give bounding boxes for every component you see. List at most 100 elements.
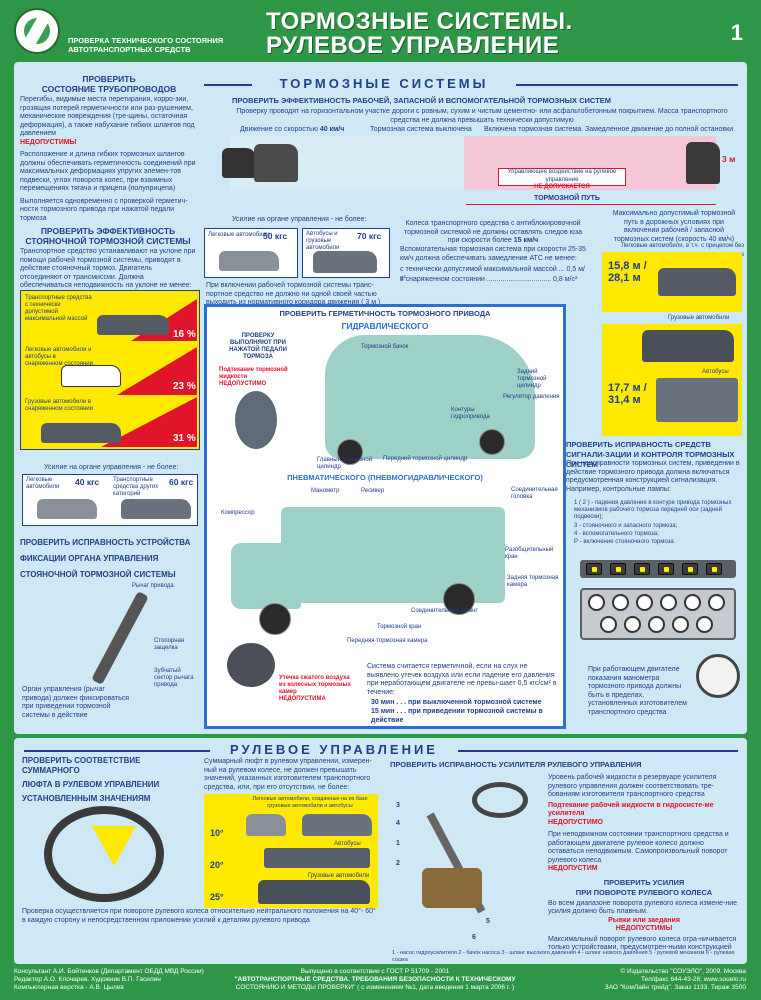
gauge-icon: [648, 616, 665, 633]
gauge-icon: [708, 594, 725, 611]
slope-row1-label: Транспортные средства с технически допус…: [25, 295, 92, 322]
jerk-forbidden: НЕДОПУСТИМЫ: [615, 925, 673, 932]
footer-credits: Консультант А.И. Бойтенков (Департамент …: [14, 968, 214, 992]
hydraulic-label: ГИДРАВЛИЧЕСКОГО: [341, 321, 429, 331]
fluid-forbidden: НЕДОПУСТИМО: [219, 381, 267, 387]
manometer-icon: [696, 654, 740, 698]
slope-row3-value: 31 %: [173, 433, 196, 444]
lamp3-icon: [634, 563, 650, 575]
max-turn-text: Максимальный поворот рулевого колеса огр…: [548, 935, 737, 952]
receiver-label: Ресивер: [361, 488, 385, 494]
title-rule-right: [516, 84, 738, 86]
path-buses-label: Автобусы: [702, 369, 729, 375]
force-buses-label: Автобусы и грузовые автомобили: [306, 231, 340, 251]
lane-width: 3 м: [722, 154, 736, 164]
play-table: Легковые автомобили, созданные на их баз…: [204, 794, 378, 908]
page-number: 1: [730, 20, 743, 45]
pipes-text: Перегибы, видимые места перетирания, кор…: [20, 96, 195, 137]
lamp-strip: [580, 560, 736, 578]
lever-label: Рычаг привода: [132, 583, 174, 589]
lamp5-icon: [682, 563, 698, 575]
path-cars-values: 15,8 м / 28,1 м: [608, 260, 647, 284]
parking-force-trucks-value: 60 кгс: [169, 477, 194, 487]
parking-force-cars-label: Легковые автомобили: [26, 477, 60, 490]
parking-force-trucks-label: Транспортные средства других категорий: [113, 477, 159, 497]
booster-leak: Подтекание рабочей жидкости в гидросисте…: [548, 801, 714, 818]
play-deg25: 25°: [210, 892, 224, 902]
play-block: ПРОВЕРИТЬ СООТВЕТСТВИЕ СУММАРНОГО ЛЮФТА …: [22, 756, 198, 804]
brake-cylinder-icon: [235, 391, 277, 449]
title-rule-left: [204, 84, 252, 86]
pipes-text3: Выполняется одновременно с проверкой гер…: [20, 197, 188, 222]
credits3: Компьютерная верстка - А.В. Цылев: [14, 984, 124, 991]
brake-section-title: ТОРМОЗНЫЕ СИСТЕМЫ: [279, 76, 489, 91]
callout-2: 2: [396, 860, 400, 867]
brake-on-label: Включена тормозная система. Замедленное …: [484, 126, 734, 133]
path-cars-box: 15,8 м / 28,1 м: [602, 252, 742, 312]
steering-wheel-icon: [44, 806, 164, 902]
wheel-icon: [479, 429, 505, 455]
play-deg10: 10°: [210, 828, 224, 838]
gauge-icon: [672, 616, 689, 633]
lock-heading2: ФИКСАЦИИ ОРГАНА УПРАВЛЕНИЯ: [20, 554, 159, 563]
std3: СОСТОЯНИЮ И МЕТОДЫ ПРОВЕРКИ" ( с изменен…: [235, 984, 515, 991]
efficiency-intro: Проверку проводят на горизонтальном учас…: [236, 108, 728, 124]
tightness-box: ПРОВЕРИТЬ ГЕРМЕТИЧНОСТЬ ТОРМОЗНОГО ПРИВО…: [204, 304, 566, 729]
force-buses-box: Автобусы и грузовые автомобили 70 кгс: [302, 228, 390, 278]
force-text: Во всем диапазоне поворота рулевого коле…: [548, 899, 738, 916]
lamp4-desc: 4 - вспомогательного тормоза;: [574, 531, 659, 537]
parking-force-cars-value: 40 кгс: [75, 477, 100, 487]
parking-truck-icon: [121, 499, 191, 519]
truck-cab-start-icon: [254, 144, 298, 182]
gauge-icon: [684, 594, 701, 611]
rear-chamber-label: Задняя тормозная камера: [507, 575, 559, 588]
callout-6: 6: [472, 934, 476, 941]
latch-label: Стопорная защелка: [154, 638, 185, 651]
front-cyl-label: Передний тормозной цилиндр: [383, 456, 468, 462]
front-chamber-label: Передняя тормозная камера: [347, 638, 428, 644]
regulator-label: Регулятор давления: [503, 394, 560, 400]
gauge-icon: [624, 616, 641, 633]
lampP-icon: [706, 563, 722, 575]
play-heading3: УСТАНОВЛЕННЫМ ЗНАЧЕНИЯМ: [22, 794, 151, 803]
gauge-icon: [600, 616, 617, 633]
pub3: ЗАО "КомЛайн трейд". Заказ 1133. Тираж 3…: [604, 984, 746, 991]
truck-end-icon: [686, 142, 720, 184]
lock-block: ПРОВЕРИТЬ ИСПРАВНОСТЬ УСТРОЙСТВА ФИКСАЦИ…: [20, 538, 200, 580]
parking-text: Транспортное средство устанавливают на у…: [20, 248, 196, 289]
play-buses-label: Автобусы: [334, 841, 361, 847]
header-sub-line2: АВТОТРАНСПОРТНЫХ СРЕДСТВ: [68, 45, 191, 54]
abs-speed: 15 км/ч: [513, 237, 539, 244]
path-trucks-label: Грузовые автомобили: [668, 315, 730, 321]
slope-table: Транспортные средства с технически допус…: [20, 290, 200, 450]
path-trucks-box: 17,7 м / 31,4 м Автобусы: [602, 324, 742, 436]
parking-force-heading: Усилие на органе управления - не более:: [44, 464, 179, 471]
pipes-heading2: СОСТОЯНИЕ ТРУБОПРОВОДОВ: [41, 84, 177, 94]
pub1: © Издательство "СОУЭЛО", 2009. Москва: [620, 968, 746, 975]
steering-panel: РУЛЕВОЕ УПРАВЛЕНИЕ ПРОВЕРИТЬ СООТВЕТСТВИ…: [14, 738, 747, 964]
gauge-cluster-icon: [580, 588, 736, 640]
car-trailer-icon: [658, 268, 736, 296]
booster-level-text: Уровень рабочей жидкости в резервуаре ус…: [548, 774, 717, 798]
gauge-icon: [636, 594, 653, 611]
tank-label: Тормозной бачок: [361, 344, 409, 350]
wheel-icon: [337, 439, 363, 465]
no-steering-box: Управляющее воздействие на рулевое управ…: [498, 168, 626, 190]
steering-section-title: РУЛЕВОЕ УПРАВЛЕНИЕ: [230, 742, 438, 757]
lock-text: Орган управления (рычаг привода) должен …: [22, 686, 130, 719]
lamp4-icon: [658, 563, 674, 575]
signal-heading: ПРОВЕРИТЬ ИСПРАВНОСТЬ СРЕДСТВ СИГНАЛИ-ЗА…: [566, 440, 735, 469]
truck-start-icon: [222, 148, 256, 178]
valve-label: Разобщительный кран: [505, 547, 554, 560]
std2: "АВТОТРАНСПОРТНЫЕ СРЕДСТВА. ТРЕБОВАНИЯ Б…: [234, 976, 516, 983]
air-leak-label: Утечка сжатого воздуха из колесных тормо…: [279, 675, 351, 695]
title-line2: РУЛЕВОЕ УПРАВЛЕНИЕ: [266, 32, 560, 59]
path-trucks-values: 17,7 м / 31,4 м: [608, 382, 647, 406]
force-cars-box: Легковые автомобили 50 кгс: [204, 228, 298, 278]
max-path-heading: Максимально допустимый тормозной путь в …: [612, 210, 736, 243]
rear-cyl-label: Задний тормозной цилиндр: [517, 369, 547, 389]
steering-gear-icon: [422, 868, 482, 908]
booster-stopped-text: При неподвижном состоянии транспортного …: [548, 831, 729, 864]
lamp2-icon: [610, 563, 626, 575]
